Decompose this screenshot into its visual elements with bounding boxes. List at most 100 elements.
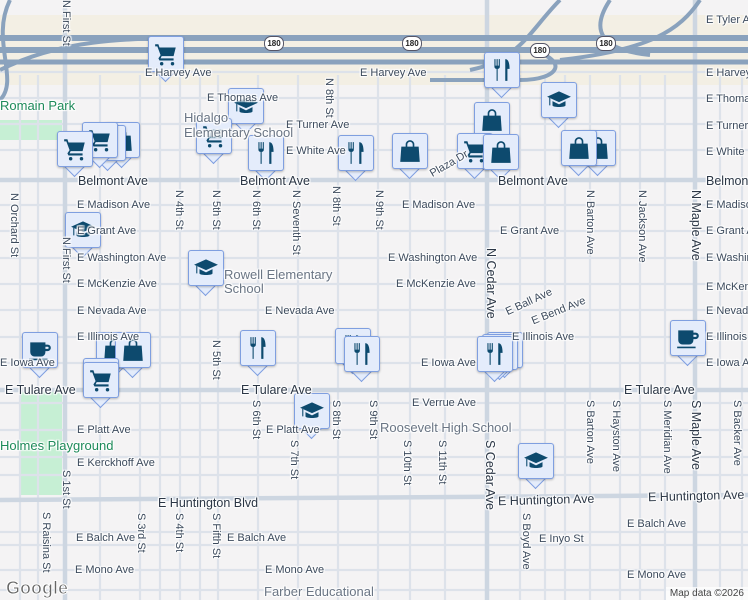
street-label: S 3rd St xyxy=(135,513,147,553)
map-attribution[interactable]: Map data ©2026 xyxy=(665,587,748,600)
coffee-cup-marker[interactable] xyxy=(670,320,706,367)
street-label: N First St xyxy=(60,237,72,283)
park-label[interactable]: Romain Park xyxy=(0,98,76,113)
shopping-bag-marker[interactable] xyxy=(483,134,519,181)
coffee-cup-icon xyxy=(675,325,701,351)
street-label: S Barton Ave xyxy=(584,400,596,465)
street-label: S Raisina St xyxy=(40,512,52,573)
marker-box xyxy=(240,330,276,366)
street-label: S 8th St xyxy=(330,400,342,440)
shopping-cart-marker[interactable] xyxy=(148,36,184,83)
street-label: S 4th St xyxy=(173,513,185,553)
school-label[interactable]: Roosevelt High School xyxy=(380,420,512,435)
street-label: E Mono Ave xyxy=(627,569,687,581)
street-label: E Illinois Ave xyxy=(512,331,575,343)
route-shield: 180 xyxy=(264,36,284,51)
street-label: E Balch Ave xyxy=(227,532,287,544)
graduation-cap-marker[interactable] xyxy=(228,88,264,135)
school-label[interactable]: Farber Educational xyxy=(264,584,374,599)
school-label[interactable]: Hidalgo Elementary School xyxy=(184,110,294,140)
street-label: E Kerckhoff Ave xyxy=(77,457,155,469)
fork-knife-marker[interactable] xyxy=(338,135,374,182)
street-label: E Grant Ave xyxy=(77,225,137,237)
fork-knife-marker[interactable] xyxy=(344,336,380,383)
street-label: E Grant Ave xyxy=(500,225,560,237)
shopping-cart-marker[interactable] xyxy=(57,131,93,178)
school-label[interactable]: Rowell Elementary School xyxy=(224,267,333,296)
street-label: E Inyo St xyxy=(539,533,584,545)
shopping-bag-icon xyxy=(397,138,423,164)
street-label: E Balch Ave xyxy=(627,518,687,530)
street-label: S 1st St xyxy=(60,470,72,509)
street-label: Belmont Ave xyxy=(498,174,568,188)
street-label: E Grant A xyxy=(706,225,748,237)
street-label: N Maple Ave xyxy=(689,190,703,261)
google-logo[interactable]: Google xyxy=(6,578,69,599)
street-label: N 4th St xyxy=(173,190,185,230)
street-label: E Washin xyxy=(706,252,748,264)
fork-knife-marker[interactable] xyxy=(484,52,520,99)
marker-box xyxy=(344,336,380,372)
shopping-cart-marker[interactable] xyxy=(83,362,119,409)
street-label: E Washington Ave xyxy=(77,252,167,264)
graduation-cap-marker[interactable] xyxy=(541,82,577,129)
fork-knife-icon xyxy=(489,57,515,83)
street-label: N Jackson Ave xyxy=(636,190,648,263)
street-label: S 9th St xyxy=(367,400,379,440)
marker-box xyxy=(338,135,374,171)
shopping-bag-marker[interactable] xyxy=(561,130,597,177)
graduation-cap-marker[interactable] xyxy=(294,393,330,440)
graduation-cap-marker[interactable] xyxy=(65,212,101,259)
graduation-cap-icon xyxy=(523,448,549,474)
street-label: E Nevada Ave xyxy=(77,305,147,317)
street-label: N Orchard St xyxy=(8,193,20,258)
street-label: Belmont Ave xyxy=(78,174,148,188)
street-label: E Mono Ave xyxy=(265,564,325,576)
street-label: N 9th St xyxy=(373,190,385,230)
route-shield: 180 xyxy=(596,36,616,51)
street-label: E White Ave xyxy=(286,145,346,157)
street-label: Belmont xyxy=(706,174,748,188)
street-label: S Backer Ave xyxy=(731,400,743,466)
street-label: E Tyler A xyxy=(706,14,748,26)
street-label: E Harvey Ave xyxy=(360,67,427,79)
street-label: N 5th St xyxy=(210,340,222,380)
street-label: S Cedar Ave xyxy=(483,440,497,510)
street-label: S Maple Ave xyxy=(689,400,703,470)
coffee-cup-marker[interactable] xyxy=(22,332,58,379)
fork-knife-icon xyxy=(343,140,369,166)
graduation-cap-icon xyxy=(193,255,219,281)
street-label: S 6th St xyxy=(250,400,262,440)
street-label: E Tulare Ave xyxy=(241,383,312,397)
shopping-bag-icon xyxy=(488,139,514,165)
route-shield: 180 xyxy=(530,43,550,58)
marker-box xyxy=(484,52,520,88)
street-label: E Madison Ave xyxy=(402,199,476,211)
fork-knife-marker[interactable] xyxy=(240,330,276,377)
shopping-bag-marker[interactable] xyxy=(392,133,428,180)
street-label: N 5th St xyxy=(210,190,222,230)
street-label: E McKenzie Ave xyxy=(77,278,157,290)
fork-knife-icon xyxy=(482,341,508,367)
street-label: E Harvey xyxy=(706,67,748,79)
street-label: E Iowa Ave xyxy=(0,357,55,369)
park-label[interactable]: Holmes Playground xyxy=(0,438,114,453)
graduation-cap-marker[interactable] xyxy=(188,250,224,297)
graduation-cap-marker[interactable] xyxy=(518,443,554,490)
shopping-cart-icon xyxy=(62,136,88,162)
street-label: S Hayston Ave xyxy=(610,400,622,472)
fork-knife-marker[interactable] xyxy=(477,336,513,383)
shopping-cart-marker[interactable] xyxy=(196,118,232,165)
street-label: E Illinois Ave xyxy=(77,331,140,343)
fork-knife-marker[interactable] xyxy=(248,135,284,182)
street-label: N Seventh St xyxy=(290,190,302,255)
graduation-cap-icon xyxy=(546,87,572,113)
street-label: N 8th St xyxy=(330,186,342,226)
shopping-bag-icon xyxy=(479,107,505,133)
street-label: E Turner xyxy=(706,120,748,132)
street-label: E Turner Ave xyxy=(286,119,350,131)
street-label: E Harvey Ave xyxy=(145,67,212,79)
shopping-bag-marker[interactable] xyxy=(115,332,151,379)
